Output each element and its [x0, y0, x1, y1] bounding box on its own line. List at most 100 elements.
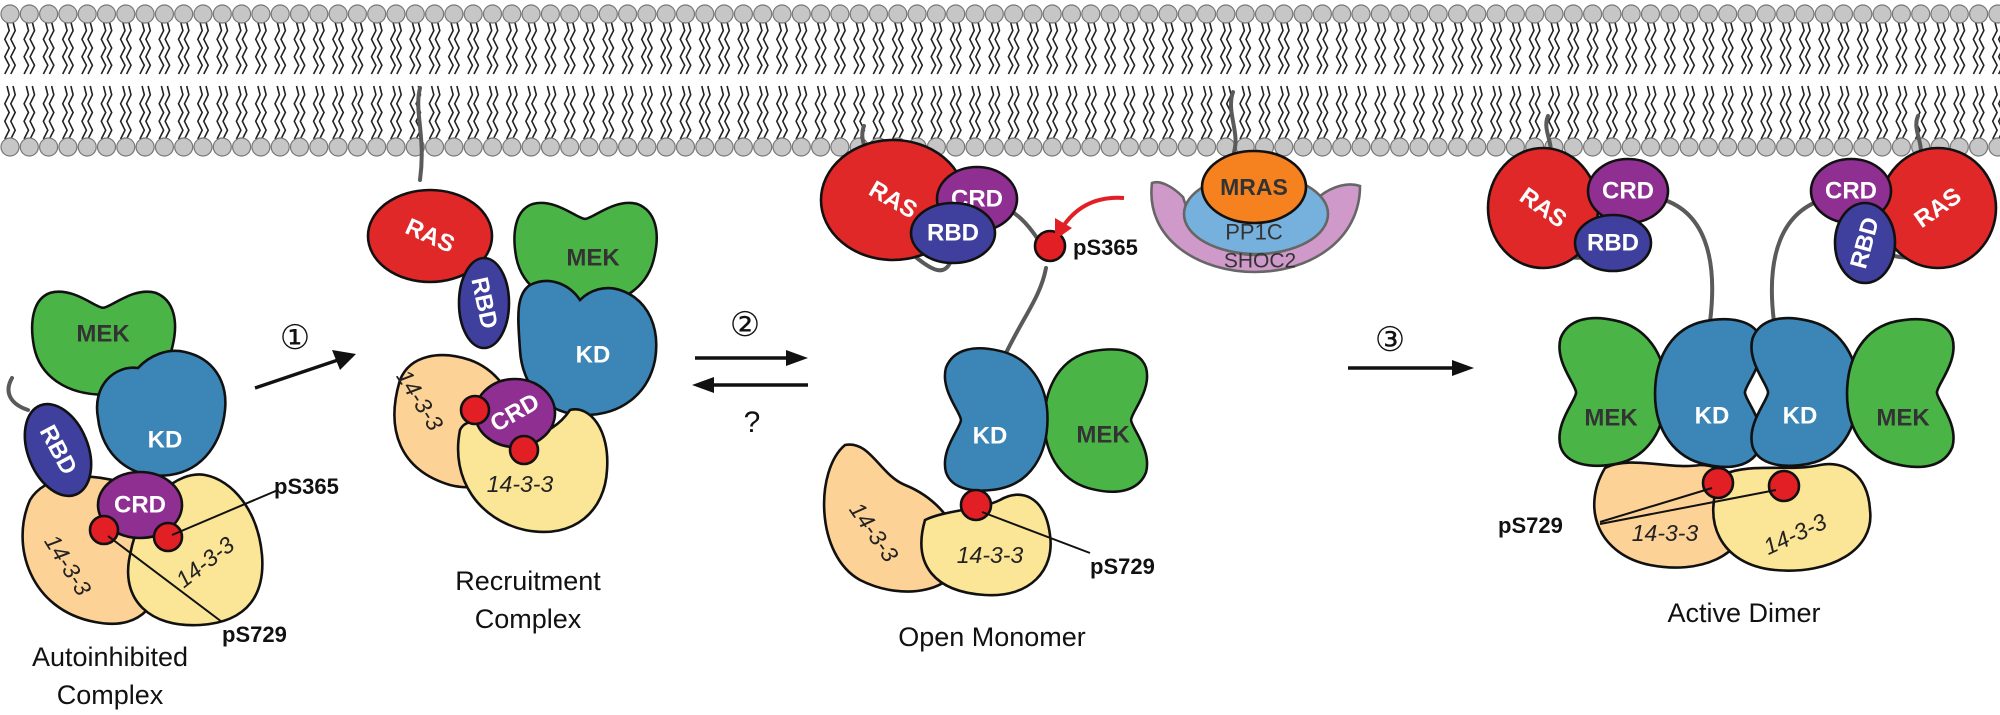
- step-3-arrowhead: [1452, 360, 1474, 376]
- lipid-head: [96, 137, 117, 157]
- lipid-tail: [704, 21, 711, 75]
- lipid-head: [38, 4, 59, 24]
- lipid-tail: [1882, 85, 1889, 140]
- lipid-tail: [1933, 21, 1941, 75]
- lipid-tail: [177, 21, 184, 75]
- lipid-tail: [743, 85, 750, 140]
- lipid-tail: [1567, 85, 1574, 140]
- 14-3-3-yellow: [1712, 462, 1872, 572]
- mek-label: MEK: [76, 321, 130, 348]
- lipid-tail: [1316, 21, 1323, 75]
- lipid-tail: [1219, 21, 1226, 75]
- lipid-tail: [627, 21, 634, 75]
- lipid-tail: [988, 21, 995, 75]
- lipid-tail: [299, 85, 306, 140]
- mek-label: MEK: [566, 245, 620, 272]
- lipid-tail: [1360, 21, 1368, 75]
- lipid-tail: [1689, 21, 1696, 75]
- lipid-head: [425, 137, 445, 157]
- lipid-head: [1756, 4, 1776, 24]
- lipid-head: [1351, 137, 1371, 157]
- lipid-tail: [1953, 85, 1960, 140]
- lipid-tail: [1683, 21, 1690, 75]
- lipid-tail: [872, 85, 879, 140]
- lipid-tail: [1605, 85, 1612, 140]
- lipid-tail: [1914, 21, 1921, 75]
- lipid-head: [1061, 4, 1082, 24]
- lipid-tail: [1341, 85, 1348, 140]
- lipid-tail: [660, 21, 667, 75]
- lipid-head: [926, 4, 947, 24]
- lipid-tail: [1457, 21, 1464, 75]
- lipid-tail: [1862, 85, 1869, 140]
- lipid-tail: [164, 21, 171, 75]
- lipid-tail: [87, 21, 94, 75]
- kd-domain-left: [1653, 317, 1763, 469]
- lipid-tail: [1303, 21, 1310, 75]
- lipid-head: [251, 137, 271, 157]
- lipid-bilayer: [0, 4, 2000, 157]
- mek-domain-left: [1558, 316, 1668, 468]
- ras-domain: [366, 188, 494, 284]
- lipid-tail: [1046, 85, 1053, 140]
- lipid-head: [270, 137, 290, 157]
- lipid-head: [77, 137, 97, 157]
- lipid-tail: [81, 85, 88, 140]
- lipid-head: [38, 137, 59, 157]
- lipid-head: [1042, 4, 1062, 24]
- lipid-head: [984, 137, 1004, 157]
- lipid-head: [1679, 4, 1699, 24]
- lipid-tail: [1843, 85, 1850, 140]
- lipid-tail: [216, 85, 223, 140]
- lipid-tail: [1824, 21, 1831, 75]
- lipid-head: [444, 137, 464, 157]
- lipid-tail: [608, 21, 615, 75]
- lipid-head: [1409, 4, 1429, 24]
- lipid-tail: [955, 21, 962, 75]
- lipid-tail: [1071, 85, 1078, 140]
- lipid-tail: [1669, 21, 1676, 75]
- lipid-tail: [1611, 21, 1618, 75]
- lipid-tail: [602, 21, 609, 75]
- lipid-head: [1428, 137, 1448, 157]
- lipid-tail: [67, 21, 74, 75]
- lipid-tail: [756, 85, 763, 140]
- lipid-tail: [1895, 21, 1902, 75]
- lipid-head: [1158, 137, 1178, 157]
- lipid-head: [1332, 137, 1352, 157]
- lipid-tail: [1515, 21, 1522, 75]
- lipid-head: [1853, 137, 1873, 157]
- lipid-tail: [1046, 21, 1053, 75]
- lipid-head: [58, 137, 78, 157]
- lipid-tail: [646, 85, 653, 140]
- lipid-tail: [1167, 85, 1175, 140]
- lipid-tail: [467, 85, 474, 140]
- lipid-head: [482, 137, 503, 157]
- lipid-head: [1312, 137, 1333, 157]
- lipid-tail: [1895, 85, 1902, 140]
- lipid-head: [1795, 137, 1815, 157]
- lipid-tail: [119, 85, 126, 140]
- lipid-head: [617, 137, 638, 157]
- lipid-tail: [1901, 85, 1908, 140]
- lipid-tail: [1650, 85, 1657, 140]
- lipid-tail: [737, 21, 744, 75]
- lipid-tail: [1824, 85, 1831, 140]
- lipid-tail: [1476, 85, 1483, 140]
- lipid-tail: [473, 85, 480, 140]
- lipid-tail: [1245, 85, 1252, 140]
- lipid-head: [1563, 4, 1583, 24]
- lipid-tail: [260, 21, 267, 75]
- lipid-tail: [781, 21, 789, 75]
- lipid-tail: [428, 85, 435, 140]
- lipid-tail: [87, 85, 94, 140]
- lipid-tail: [1586, 21, 1593, 75]
- lipid-tail: [467, 21, 474, 75]
- lipid-tail: [1374, 21, 1381, 75]
- lipid-tail: [1490, 21, 1497, 75]
- lipid-head: [1119, 4, 1140, 24]
- lipid-head: [1332, 4, 1352, 24]
- ps729-phosphosite-left: [1701, 466, 1735, 500]
- lipid-head: [174, 4, 194, 24]
- lipid-tail: [1297, 85, 1304, 140]
